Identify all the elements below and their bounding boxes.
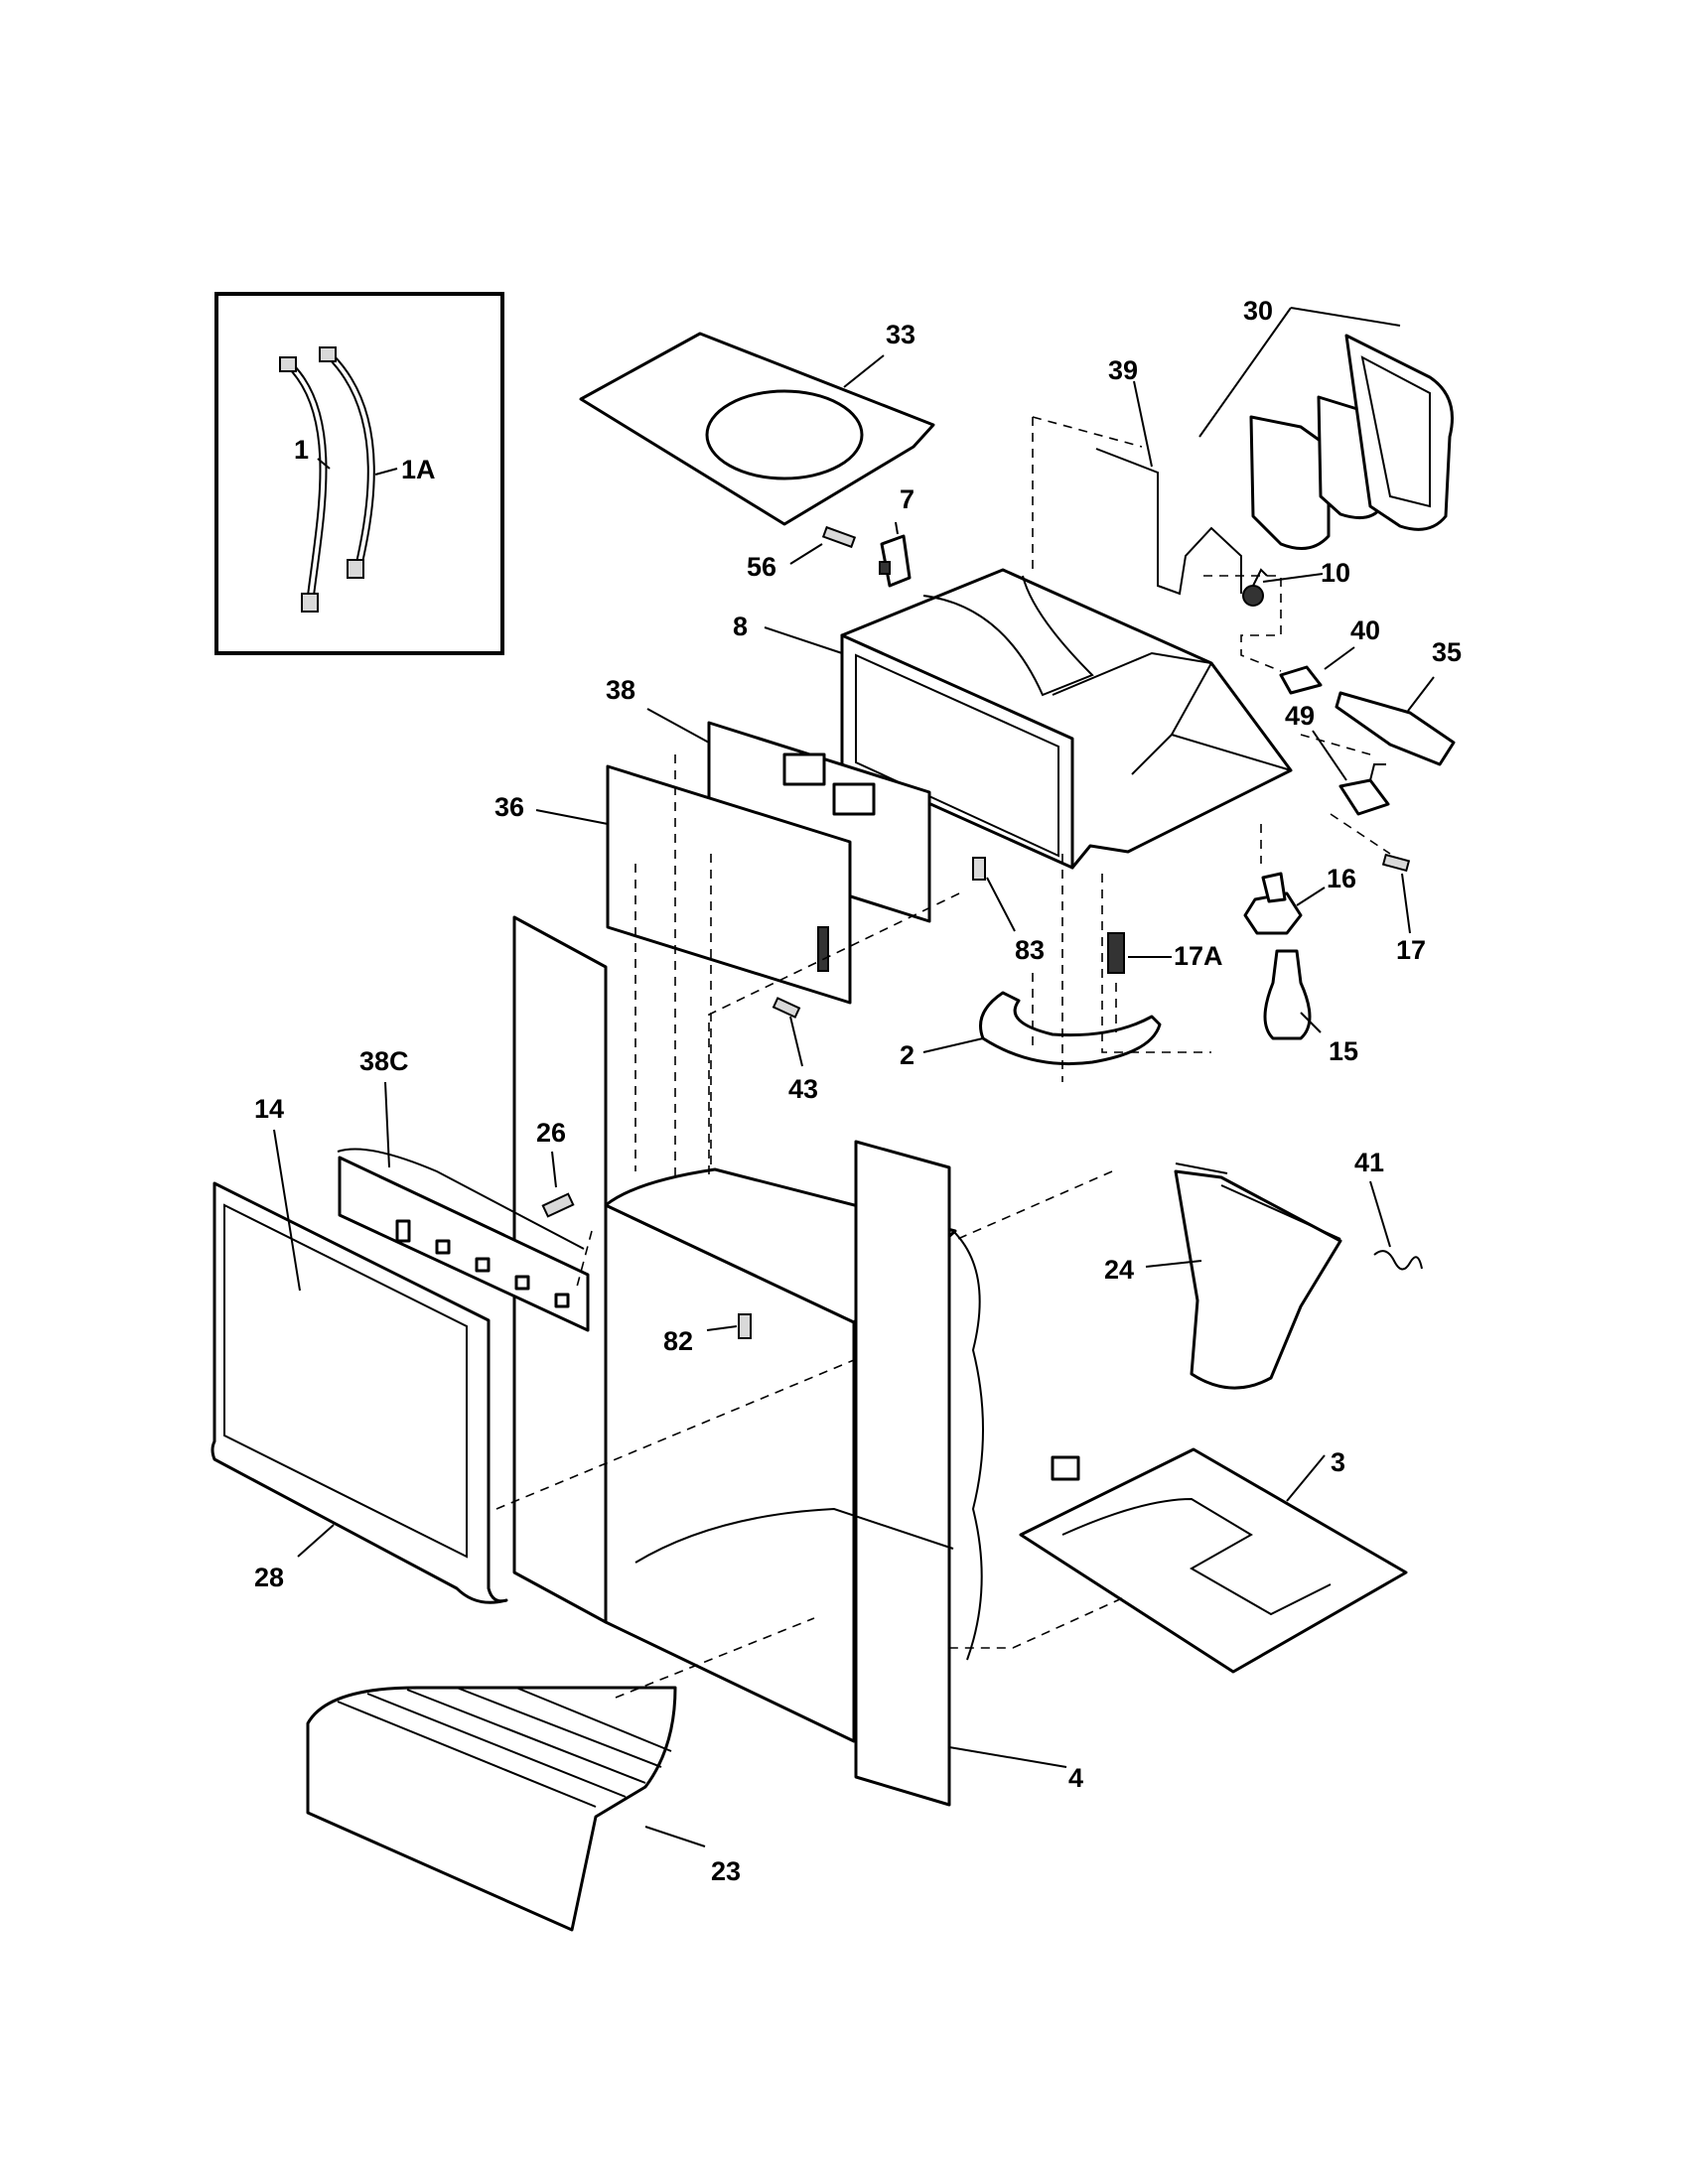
callout-10: 10 <box>1321 558 1350 588</box>
part-56-screw <box>789 525 857 565</box>
part-14-window-panel <box>223 1129 468 1559</box>
callout-16: 16 <box>1327 864 1356 893</box>
callout-23: 23 <box>711 1856 741 1886</box>
callout-28: 28 <box>254 1563 284 1592</box>
part-16-lamp-socket <box>1243 872 1326 935</box>
callout-83: 83 <box>1015 935 1045 965</box>
callout-1a: 1A <box>401 455 436 484</box>
part-23-drip-tray <box>306 1686 706 1932</box>
callout-15: 15 <box>1329 1036 1358 1066</box>
callout-41: 41 <box>1354 1148 1384 1177</box>
callout-36: 36 <box>494 792 524 822</box>
part-8-dispenser-housing <box>764 568 1293 870</box>
part-49-bracket <box>1312 730 1390 816</box>
callout-3: 3 <box>1331 1447 1345 1477</box>
part-41-spring <box>1369 1180 1423 1271</box>
callout-1: 1 <box>294 435 309 465</box>
callout-82: 82 <box>663 1326 693 1356</box>
callout-49: 49 <box>1285 701 1315 731</box>
callout-35: 35 <box>1432 637 1462 667</box>
callout-40: 40 <box>1350 615 1380 645</box>
part-15-light-bulb <box>1263 949 1322 1040</box>
part-33-top-cover <box>579 332 935 526</box>
part-35-solenoid <box>1335 676 1456 766</box>
part-17a-screw <box>1107 932 1172 974</box>
part-39-actuator-rod <box>1095 380 1242 596</box>
callout-2: 2 <box>900 1040 914 1070</box>
part-10-spring <box>1242 568 1324 607</box>
inset-water-tubes <box>214 292 504 655</box>
part-30-door-flap-assembly <box>1198 307 1454 550</box>
callout-8: 8 <box>733 612 748 641</box>
callout-17: 17 <box>1396 935 1426 965</box>
part-38-control-board <box>646 708 931 923</box>
part-7-switch <box>879 521 912 588</box>
callout-17a: 17A <box>1174 941 1223 971</box>
callout-39: 39 <box>1108 355 1138 385</box>
callout-56: 56 <box>747 552 776 582</box>
callout-24: 24 <box>1104 1255 1134 1285</box>
callout-43: 43 <box>788 1074 818 1104</box>
callout-7: 7 <box>900 484 914 514</box>
callout-30: 30 <box>1243 296 1273 326</box>
part-40-pin <box>1279 646 1355 695</box>
assembly-guide-lines <box>495 416 1391 1699</box>
callout-labels: 1 1A 33 30 39 7 56 10 8 40 35 49 38 36 8… <box>254 296 1462 1886</box>
part-83-fastener <box>972 857 1016 932</box>
callout-14: 14 <box>254 1094 284 1124</box>
part-2-ring <box>922 991 1162 1066</box>
callout-4: 4 <box>1068 1763 1083 1793</box>
part-4-dispenser-body <box>512 915 1067 1807</box>
callout-38: 38 <box>606 675 635 705</box>
part-38c-keypad-board <box>337 1081 590 1332</box>
part-36-cover-panel <box>535 764 852 1005</box>
callout-26: 26 <box>536 1118 566 1148</box>
part-24-paddle-arm <box>1145 1162 1342 1390</box>
callout-38c: 38C <box>359 1046 409 1076</box>
part-3-heater-pad <box>1019 1447 1408 1674</box>
part-82-screw <box>706 1313 752 1339</box>
part-26-screw <box>541 1151 575 1218</box>
part-17-screw <box>1381 853 1411 934</box>
part-28-front-trim <box>211 1181 508 1604</box>
part-43-screw <box>772 997 803 1067</box>
callout-33: 33 <box>886 320 915 349</box>
